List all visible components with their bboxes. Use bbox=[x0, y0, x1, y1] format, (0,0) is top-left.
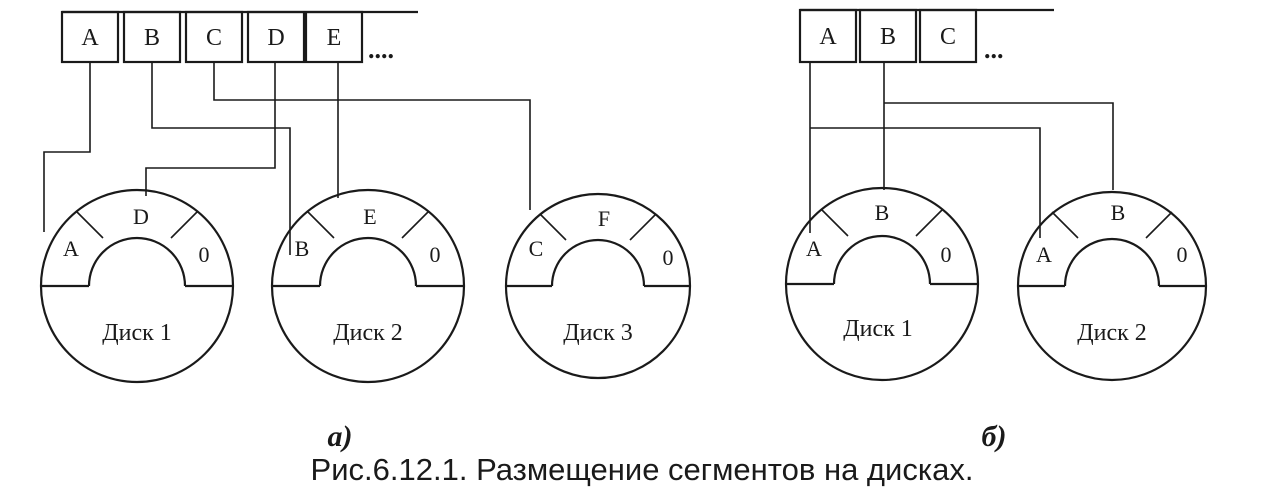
cell-label: B bbox=[144, 25, 160, 51]
connector-b-to-disk2 bbox=[884, 102, 1114, 190]
disk-segment-right: 0 bbox=[199, 242, 210, 267]
segment-divider bbox=[1145, 211, 1173, 239]
disk-inner-arc bbox=[1063, 237, 1161, 287]
segment-divider bbox=[820, 208, 849, 237]
figure-caption: Рис.6.12.1. Размещение сегментов на диск… bbox=[310, 452, 974, 487]
segment-strip-a: A B C D E .... bbox=[60, 10, 418, 64]
cell-label: C bbox=[940, 24, 956, 50]
connectors-a bbox=[43, 62, 531, 255]
disk-inner-arc bbox=[318, 236, 418, 287]
strip-ellipsis: ... bbox=[984, 35, 1004, 64]
segment-divider bbox=[1051, 211, 1079, 239]
disk-segment-right: 0 bbox=[663, 245, 674, 270]
segment-divider bbox=[170, 210, 199, 239]
disk-name: Диск 2 bbox=[333, 320, 403, 346]
disk-1-b: A B 0 Диск 1 bbox=[784, 186, 980, 382]
disk-segment-right: 0 bbox=[430, 242, 441, 267]
disk-3-a: C F 0 Диск 3 bbox=[504, 192, 692, 380]
disk-2-b: A B 0 Диск 2 bbox=[1016, 190, 1208, 382]
disk-2-a: B E 0 Диск 2 bbox=[270, 188, 466, 384]
cell-label: A bbox=[81, 25, 99, 51]
cell-label: A bbox=[819, 24, 837, 50]
strip-ellipsis: .... bbox=[368, 35, 394, 64]
disk-segment-top: B bbox=[875, 200, 890, 225]
subfigure-label-b: б) bbox=[982, 420, 1007, 453]
disk-inner-arc bbox=[87, 236, 187, 287]
disk-segment-top: D bbox=[133, 204, 149, 229]
cell-label: C bbox=[206, 25, 222, 51]
connectors-b bbox=[809, 62, 1114, 238]
disk-name: Диск 1 bbox=[843, 316, 913, 342]
diagram-a: A B C D E .... A D 0 Диск 1 bbox=[39, 10, 692, 453]
connector-c-to-disk3 bbox=[213, 62, 531, 210]
connector-a-to-disk2 bbox=[810, 127, 1041, 238]
disk-name: Диск 2 bbox=[1077, 320, 1147, 346]
disk-segment-top: B bbox=[1111, 200, 1126, 225]
disk-segment-left: A bbox=[806, 236, 822, 261]
disk-name: Диск 3 bbox=[563, 320, 633, 346]
connector-b-to-disk2 bbox=[151, 62, 291, 255]
disk-segment-top: E bbox=[363, 204, 376, 229]
segment-divider bbox=[306, 210, 335, 239]
cell-label: D bbox=[267, 25, 284, 51]
disk-segment-left: A bbox=[63, 236, 79, 261]
diagram-b: A B C ... A B 0 Диск 1 bbox=[784, 8, 1208, 453]
segment-divider bbox=[75, 210, 104, 239]
segment-strip-b: A B C ... bbox=[798, 8, 1054, 64]
disk-segment-left: A bbox=[1036, 242, 1052, 267]
disk-segment-right: 0 bbox=[1177, 242, 1188, 267]
segment-divider bbox=[915, 208, 944, 237]
disk-segment-left: B bbox=[295, 236, 310, 261]
connector-a-to-disk1 bbox=[43, 62, 91, 232]
disk-inner-arc bbox=[550, 238, 646, 287]
segment-divider bbox=[539, 213, 567, 241]
disk-segment-top: F bbox=[598, 206, 610, 231]
disk-segment-left: C bbox=[529, 236, 544, 261]
disk-inner-arc bbox=[832, 234, 932, 285]
disk-name: Диск 1 bbox=[102, 320, 172, 346]
connector-d-to-disk1 bbox=[145, 62, 276, 196]
segment-divider bbox=[401, 210, 430, 239]
disk-1-a: A D 0 Диск 1 bbox=[39, 188, 235, 384]
cell-label: E bbox=[327, 25, 342, 51]
cell-label: B bbox=[880, 24, 896, 50]
segment-divider bbox=[629, 213, 657, 241]
disk-segment-right: 0 bbox=[941, 242, 952, 267]
subfigure-label-a: а) bbox=[328, 420, 353, 453]
